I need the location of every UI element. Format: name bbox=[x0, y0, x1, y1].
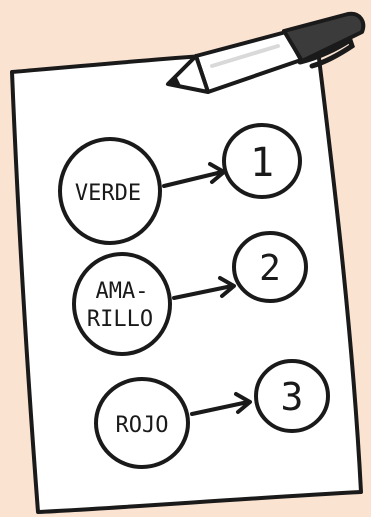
row-1: VERDE 1 bbox=[58, 123, 302, 245]
number-label-2: 2 bbox=[259, 248, 281, 289]
number-label-3: 3 bbox=[281, 375, 304, 419]
number-label-1: 1 bbox=[250, 140, 274, 186]
color-label-verde: VERDE bbox=[75, 181, 141, 206]
color-label-amarillo-line1: AMA- bbox=[96, 279, 149, 304]
color-label-amarillo-line2: RILLO bbox=[87, 307, 153, 332]
color-label-rojo: ROJO bbox=[116, 413, 169, 438]
color-circle-amarillo bbox=[72, 252, 172, 356]
paper-sheet bbox=[10, 48, 363, 514]
row-3: ROJO 3 bbox=[94, 359, 330, 469]
number-circle-3 bbox=[254, 359, 330, 433]
arrow-3 bbox=[190, 392, 252, 416]
row-2: AMA- RILLO 2 bbox=[72, 231, 308, 356]
color-circle-verde bbox=[58, 137, 162, 245]
arrow-2 bbox=[172, 276, 236, 300]
number-circle-1 bbox=[222, 123, 302, 199]
pen-icon bbox=[165, 11, 366, 94]
color-circle-rojo bbox=[94, 377, 190, 469]
number-circle-2 bbox=[232, 231, 308, 303]
